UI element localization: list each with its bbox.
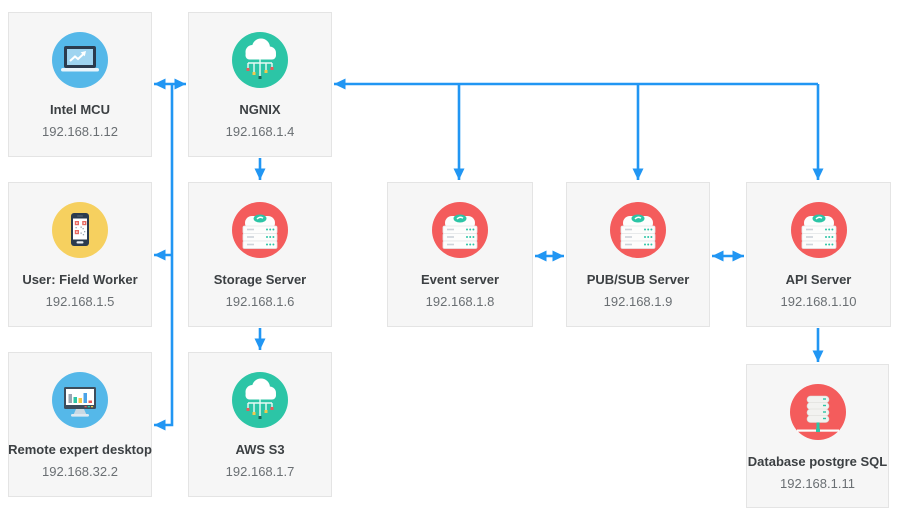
node-ip: 192.168.1.5 <box>45 294 115 309</box>
node-database-postgre-sql[interactable]: Database postgre SQL 192.168.1.11 <box>746 364 889 508</box>
node-api-server[interactable]: API Server 192.168.1.10 <box>746 182 891 327</box>
node-ip: 192.168.1.10 <box>780 294 857 309</box>
node-storage-server[interactable]: Storage Server 192.168.1.6 <box>188 182 332 327</box>
node-pubsub-server[interactable]: PUB/SUB Server 192.168.1.9 <box>566 182 710 327</box>
node-ip: 192.168.1.8 <box>425 294 495 309</box>
node-label: Database postgre SQL <box>747 454 888 469</box>
cloud-network-icon <box>232 372 288 428</box>
node-label: Remote expert desktop <box>8 442 152 457</box>
node-ip: 192.168.1.11 <box>780 476 855 491</box>
server-stack-icon <box>790 202 847 258</box>
database-icon <box>789 384 846 440</box>
node-label: API Server <box>785 272 852 287</box>
node-label: User: Field Worker <box>22 272 138 287</box>
node-user-field-worker[interactable]: User: Field Worker 192.168.1.5 <box>8 182 152 327</box>
node-label: NGNIX <box>239 102 281 117</box>
node-label: Storage Server <box>213 272 307 287</box>
node-ip: 192.168.1.6 <box>225 294 295 309</box>
server-stack-icon <box>610 202 666 258</box>
node-label: Intel MCU <box>50 102 110 117</box>
server-stack-icon <box>432 202 488 258</box>
laptop-chart-icon <box>52 32 108 88</box>
node-remote-expert-desktop[interactable]: Remote expert desktop 192.168.32.2 <box>8 352 152 497</box>
node-label: PUB/SUB Server <box>586 272 690 287</box>
node-ip: 192.168.1.12 <box>42 124 118 139</box>
phone-qr-icon <box>52 202 108 258</box>
monitor-chart-icon <box>52 372 108 428</box>
server-stack-icon <box>232 202 288 258</box>
node-label: AWS S3 <box>235 442 285 457</box>
cloud-network-icon <box>232 32 288 88</box>
node-ip: 192.168.32.2 <box>42 464 118 479</box>
node-intel-mcu[interactable]: Intel MCU 192.168.1.12 <box>8 12 152 157</box>
node-ip: 192.168.1.9 <box>603 294 673 309</box>
node-aws-s3[interactable]: AWS S3 192.168.1.7 <box>188 352 332 497</box>
node-label: Event server <box>420 272 500 287</box>
node-ip: 192.168.1.4 <box>225 124 295 139</box>
node-event-server[interactable]: Event server 192.168.1.8 <box>387 182 533 327</box>
node-ngnix[interactable]: NGNIX 192.168.1.4 <box>188 12 332 157</box>
edge-ngnix-remote-expert-desktop <box>154 84 174 431</box>
node-ip: 192.168.1.7 <box>225 464 295 479</box>
